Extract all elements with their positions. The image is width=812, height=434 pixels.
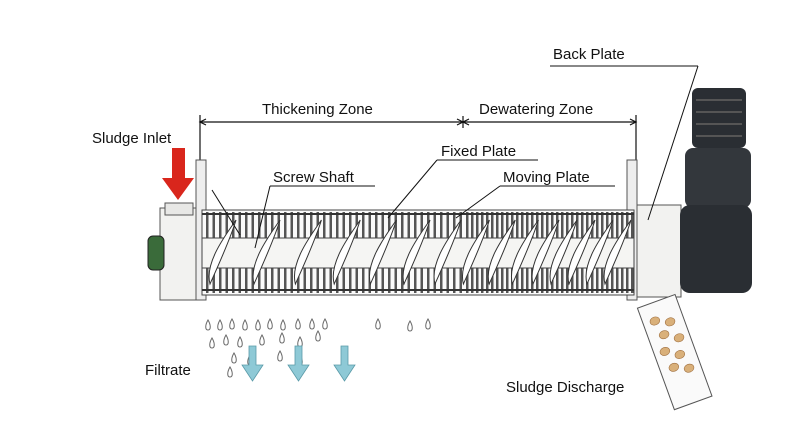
filtrate-drop bbox=[295, 318, 301, 330]
screw-flight bbox=[603, 219, 632, 286]
filtrate-drop bbox=[315, 330, 321, 342]
screw-flight bbox=[510, 219, 539, 286]
screw-flight bbox=[531, 219, 560, 286]
filtrate-drop bbox=[209, 337, 215, 349]
back-plate-housing bbox=[636, 204, 682, 298]
filtrate-drop bbox=[205, 319, 211, 331]
screw-flight bbox=[585, 219, 614, 286]
screw-press-body bbox=[147, 159, 682, 301]
end-cap bbox=[147, 235, 165, 271]
label-fixed-plate: Fixed Plate bbox=[441, 143, 516, 160]
screw-flight bbox=[487, 219, 516, 286]
filtrate-arrow bbox=[241, 345, 264, 382]
filtrate-drop bbox=[229, 318, 235, 330]
filtrate-drop bbox=[237, 336, 243, 348]
screw-flight bbox=[567, 219, 596, 286]
label-sludge-inlet: Sludge Inlet bbox=[92, 130, 172, 147]
filtrate-drop bbox=[231, 352, 237, 364]
label-thickening-zone: Thickening Zone bbox=[262, 101, 373, 118]
screw-flights bbox=[208, 219, 632, 286]
filtrate-drop bbox=[255, 319, 261, 331]
filtrate-drop bbox=[322, 318, 328, 330]
leader-lines bbox=[211, 65, 699, 249]
screw-flight bbox=[252, 219, 281, 286]
filtrate-arrow bbox=[287, 345, 310, 382]
filtrate-drop bbox=[217, 319, 223, 331]
filtrate-drop bbox=[242, 319, 248, 331]
filtrate-drop bbox=[277, 350, 283, 362]
filtrate-drops bbox=[205, 318, 431, 378]
label-moving-plate: Moving Plate bbox=[503, 169, 590, 186]
screw-flight bbox=[293, 219, 322, 286]
label-sludge-discharge: Sludge Discharge bbox=[506, 379, 624, 396]
screw-flight bbox=[549, 219, 578, 286]
screw-flight bbox=[368, 219, 397, 286]
filtrate-drop bbox=[280, 319, 286, 331]
filtrate-drop bbox=[407, 320, 413, 332]
filtrate-drop bbox=[297, 336, 303, 348]
discharge-chute bbox=[636, 293, 713, 411]
label-screw-shaft: Screw Shaft bbox=[273, 169, 355, 186]
screw-flight bbox=[402, 219, 431, 286]
drive-motor bbox=[680, 88, 752, 293]
label-filtrate: Filtrate bbox=[145, 362, 191, 379]
filtrate-drop bbox=[279, 332, 285, 344]
filtrate-drop bbox=[259, 334, 265, 346]
filtrate-drop bbox=[309, 318, 315, 330]
label-back-plate: Back Plate bbox=[553, 46, 625, 63]
filtrate-arrow bbox=[333, 345, 356, 382]
filtrate-arrows bbox=[241, 345, 356, 382]
zone-dimension-lines bbox=[198, 115, 638, 165]
filtrate-drop bbox=[223, 334, 229, 346]
filtrate-drop bbox=[267, 318, 273, 330]
filtrate-drop bbox=[375, 318, 381, 330]
filtrate-drop bbox=[425, 318, 431, 330]
sludge-inlet-arrow bbox=[162, 148, 194, 200]
label-dewatering-zone: Dewatering Zone bbox=[479, 101, 593, 118]
screw-flight bbox=[332, 219, 361, 286]
screw-flight bbox=[208, 219, 237, 286]
screw-flight bbox=[461, 219, 490, 286]
filtrate-drop bbox=[227, 366, 233, 378]
screw-flight bbox=[433, 219, 462, 286]
